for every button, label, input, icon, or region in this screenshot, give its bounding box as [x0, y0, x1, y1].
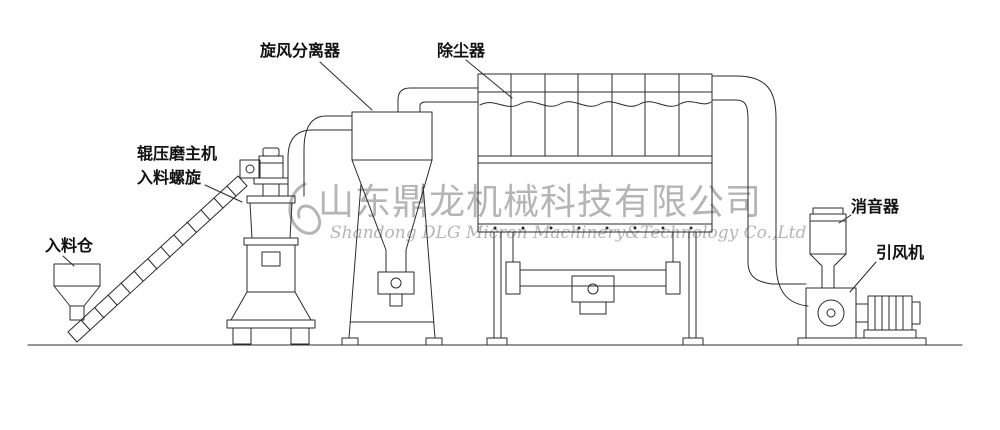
screw-drive-motor	[239, 159, 261, 179]
discharge-screw-bearing-left	[505, 261, 521, 295]
mill-to-cyclone-duct	[287, 115, 353, 197]
watermark-logo	[288, 182, 322, 235]
leader-lines	[62, 59, 877, 293]
fan-base	[797, 337, 927, 346]
muffler	[809, 207, 847, 289]
discharge-screw-drive	[571, 275, 615, 303]
label-muffler: 消音器	[851, 197, 900, 216]
label-dust-collector: 除尘器	[437, 41, 486, 60]
induced-draft-fan	[797, 287, 927, 346]
discharge-screw-bearing-right	[665, 261, 681, 295]
label-feed-screw: 入料螺旋	[137, 168, 202, 187]
watermark-english: Shandong DLG Micron Machinery&Technology…	[330, 223, 806, 243]
cyclone-separator	[341, 87, 479, 346]
label-feed-hopper: 入料仓	[45, 236, 94, 255]
dust-collector	[477, 73, 713, 346]
fan-coupling	[855, 303, 869, 323]
label-fan: 引风机	[876, 243, 924, 262]
exhaust-duct	[711, 75, 809, 307]
label-roller-mill: 辊压磨主机	[137, 144, 217, 163]
cyclone-airlock	[377, 271, 415, 295]
watermark: 山东鼎龙机械科技有限公司 Shandong DLG Micron Machine…	[288, 182, 806, 243]
watermark-chinese: 山东鼎龙机械科技有限公司	[318, 182, 762, 223]
feed-screw-conveyor	[67, 159, 261, 343]
feed-hopper	[53, 263, 101, 321]
labels: 入料仓 辊压磨主机 入料螺旋 旋风分离器 除尘器 消音器 引风机	[45, 41, 924, 262]
fan-housing	[805, 287, 857, 339]
label-cyclone: 旋风分离器	[259, 41, 341, 60]
